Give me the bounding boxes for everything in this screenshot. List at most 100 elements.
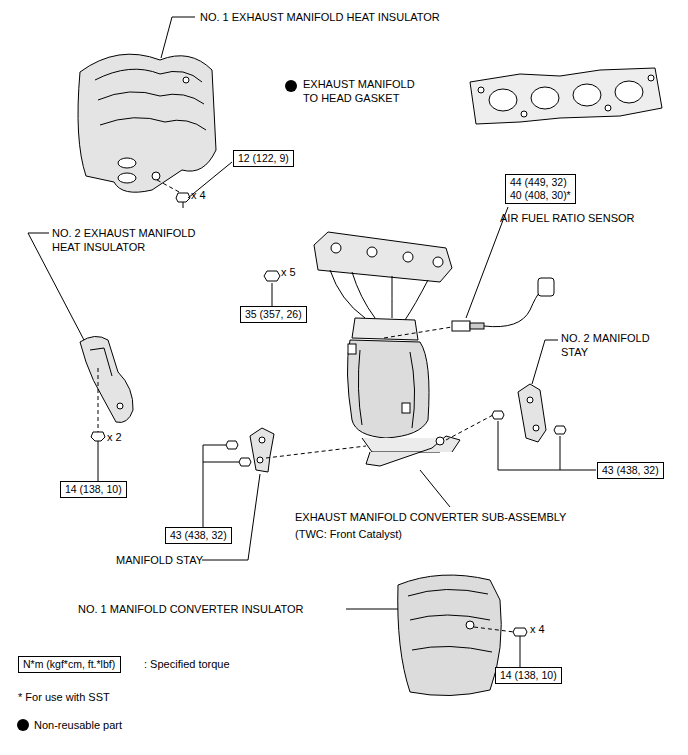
drawing-polygon [239, 458, 251, 466]
drawing-line [346, 609, 398, 610]
torque-box: 12 (122, 9) [233, 150, 294, 167]
drawing-circle [367, 247, 377, 257]
manifold-stay-2 [446, 340, 596, 470]
drawing-path [314, 232, 452, 282]
drawing-polygon [513, 628, 527, 636]
drawing-path [408, 589, 492, 652]
part-label: EXHAUST MANIFOLD CONVERTER SUB-ASSEMBLY [295, 510, 566, 524]
drawing-path [358, 350, 414, 428]
drawing-circle [466, 621, 474, 629]
drawing-polyline [532, 340, 558, 384]
drawing-circle [433, 257, 443, 267]
drawing-circle [527, 397, 533, 403]
part-label: x 5 [281, 265, 296, 279]
drawing-path [352, 318, 418, 340]
drawing-path [347, 340, 429, 438]
part-label: x 4 [530, 622, 545, 636]
drawing-polygon [91, 432, 105, 441]
drawing-polygon [492, 411, 504, 419]
drawing-path [98, 92, 204, 104]
drawing-path [398, 575, 502, 696]
drawing-path [90, 348, 112, 376]
drawing-rect [470, 323, 484, 329]
drawing-path [250, 428, 274, 472]
drawing-line [420, 470, 450, 507]
drawing-circle [152, 172, 160, 180]
torque-box: 14 (138, 10) [60, 481, 127, 498]
drawing-polygon [226, 441, 238, 449]
drawing-path [80, 336, 133, 422]
drawing-path [95, 69, 202, 82]
part-label: AIR FUEL RATIO SENSOR [500, 211, 634, 225]
torque-box: 44 (449, 32)40 (408, 30)* [505, 174, 576, 204]
af-sensor [384, 207, 554, 338]
drawing-polyline [202, 474, 260, 560]
drawing-path [484, 292, 540, 327]
drawing-circle [648, 75, 654, 81]
torque-value: N*m (kgf*cm, ft.*lbf) [23, 658, 116, 671]
drawing-line [203, 462, 239, 463]
nut [264, 271, 280, 281]
torque-value: 14 (138, 10) [500, 669, 557, 682]
torque-value: 14 (138, 10) [65, 483, 122, 496]
torque-value: 44 (449, 32) [510, 176, 571, 189]
drawing-path [330, 270, 428, 320]
drawing-path [78, 54, 216, 192]
drawing-line [98, 368, 99, 432]
drawing-rect [452, 321, 470, 331]
drawing-ellipse [118, 173, 136, 183]
drawing-circle [117, 403, 123, 409]
part-label: NO. 1 EXHAUST MANIFOLD HEAT INSULATOR [200, 10, 440, 24]
drawing-circle [436, 437, 444, 445]
torque-box: 43 (438, 32) [165, 527, 232, 544]
drawing-rect [348, 344, 356, 354]
part-label: NO. 2 MANIFOLD STAY [561, 331, 665, 359]
part-label: NO. 1 MANIFOLD CONVERTER INSULATOR [78, 602, 304, 616]
torque-value: 35 (357, 26) [245, 308, 302, 321]
part-label: (TWC: Front Catalyst) [295, 527, 402, 541]
torque-box: 14 (138, 10) [495, 667, 562, 684]
heat-insulator-1 [78, 17, 232, 208]
part-label: : Specified torque [144, 657, 230, 671]
part-label: EXHAUST MANIFOLD TO HEAD GASKET [303, 77, 425, 105]
drawing-path [470, 68, 662, 124]
drawing-ellipse [118, 158, 136, 168]
drawing-circle [533, 425, 539, 431]
drawing-rect [402, 403, 410, 413]
part-label: x 2 [107, 430, 122, 444]
drawing-line [183, 202, 184, 208]
drawing-line [384, 327, 452, 338]
part-label: * For use with SST [18, 690, 110, 704]
drawing-circle [403, 252, 413, 262]
torque-value: 40 (408, 30)* [510, 189, 571, 202]
torque-box: N*m (kgf*cm, ft.*lbf) [18, 656, 121, 673]
part-label: NO. 2 EXHAUST MANIFOLD HEAT INSULATOR [52, 226, 220, 254]
drawing-path [366, 436, 460, 466]
drawing-circle [331, 243, 341, 253]
drawing-ellipse [489, 89, 517, 111]
heat-insulator-2 [28, 233, 133, 481]
drawing-rect [538, 278, 554, 296]
drawing-polyline [203, 445, 226, 527]
drawing-ellipse [531, 87, 559, 109]
non-reusable-mark [17, 719, 29, 731]
torque-box: 43 (438, 32) [597, 462, 664, 479]
drawing-circle [478, 87, 484, 93]
manifold-converter [314, 232, 460, 466]
drawing-polygon [554, 426, 566, 434]
drawing-line [157, 180, 181, 193]
drawing-line [474, 627, 514, 632]
part-label: MANIFOLD STAY [116, 553, 203, 567]
head-gasket [470, 68, 662, 124]
drawing-circle [521, 111, 527, 117]
drawing-polyline [161, 17, 195, 58]
torque-value: 12 (122, 9) [238, 152, 289, 165]
drawing-line [272, 283, 273, 306]
drawing-line [520, 636, 521, 667]
legend-text: Non-reusable part [34, 718, 122, 732]
drawing-circle [183, 77, 189, 83]
drawing-line [446, 415, 493, 440]
torque-value: 43 (438, 32) [602, 464, 659, 477]
drawing-polyline [498, 421, 596, 470]
